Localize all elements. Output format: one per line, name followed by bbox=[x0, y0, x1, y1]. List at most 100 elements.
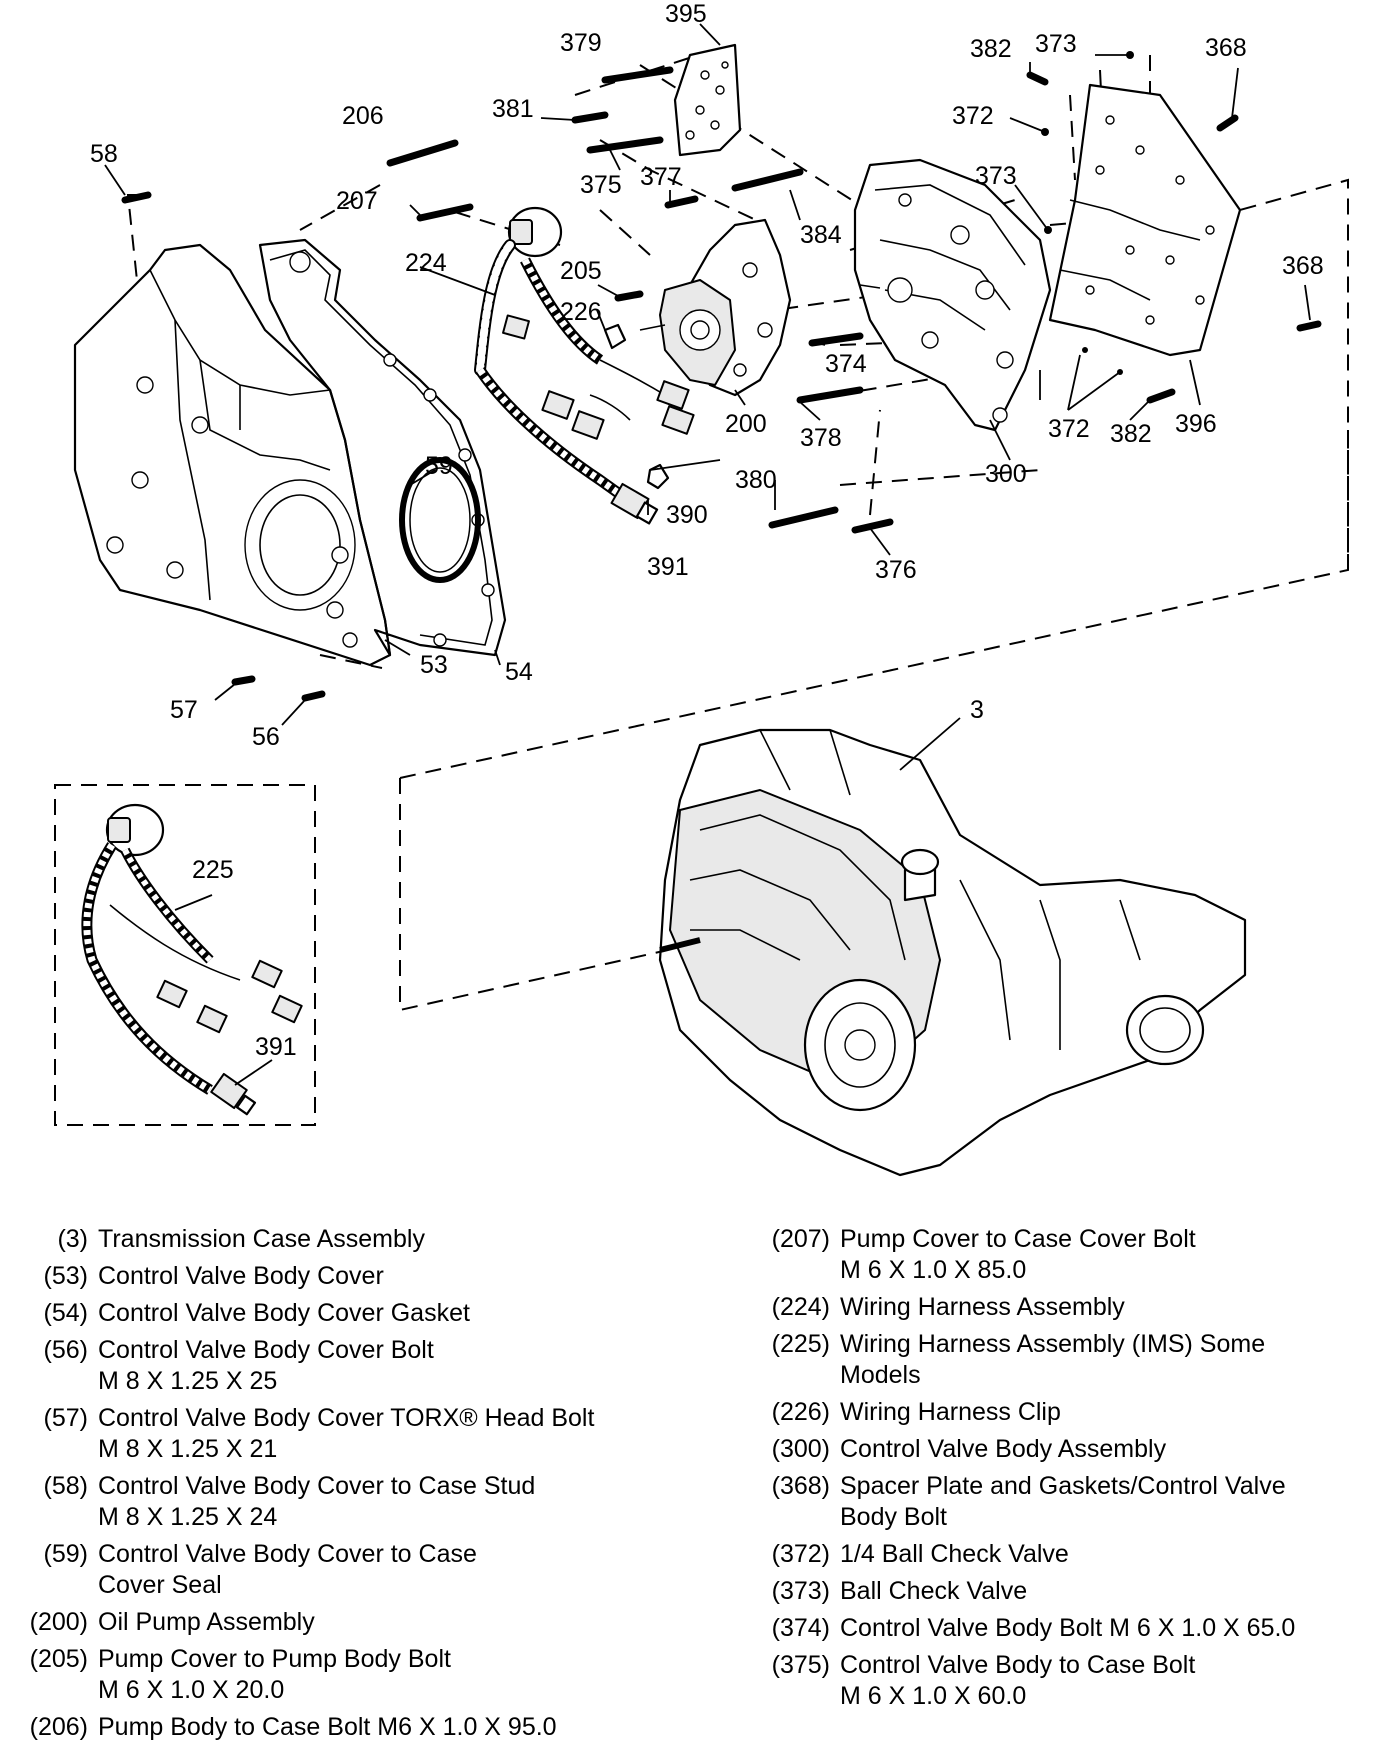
bolt-205 bbox=[614, 290, 644, 302]
legend-entry-number: (372) bbox=[771, 1540, 830, 1568]
callout-226: 226 bbox=[560, 298, 602, 326]
legend-entry-line: M 8 X 1.25 X 21 bbox=[98, 1435, 278, 1463]
legend-entry-line: Pump Cover to Pump Body Bolt bbox=[98, 1645, 451, 1673]
legend-entry-line: Control Valve Body Cover bbox=[98, 1262, 384, 1290]
callout-395: 395 bbox=[665, 0, 707, 28]
legend-entry-number: (58) bbox=[43, 1472, 88, 1500]
callout-3: 3 bbox=[970, 696, 984, 724]
callout-380: 380 bbox=[735, 466, 777, 494]
legend-entry-number: (225) bbox=[771, 1330, 830, 1358]
legend-entry-line: Control Valve Body Cover Bolt bbox=[98, 1336, 434, 1364]
bolt-375 bbox=[586, 136, 664, 154]
callout-57: 57 bbox=[170, 696, 198, 724]
legend-entry-line: Control Valve Body Cover Gasket bbox=[98, 1299, 470, 1327]
legend-entry-number: (54) bbox=[43, 1299, 88, 1327]
legend-entry-number: (374) bbox=[771, 1614, 830, 1642]
legend-entry-text: Wiring Harness Clip bbox=[840, 1397, 1382, 1428]
callout-373-mid: 373 bbox=[975, 162, 1017, 190]
legend-entry-number: (368) bbox=[771, 1472, 830, 1500]
bolt-368-top bbox=[1216, 114, 1239, 132]
callout-373-top: 373 bbox=[1035, 30, 1077, 58]
legend-entry-line: M 6 X 1.0 X 85.0 bbox=[840, 1256, 1027, 1284]
legend-entry-text: Transmission Case Assembly bbox=[98, 1224, 660, 1255]
wiring-harness-clip bbox=[603, 323, 627, 350]
callout-372-top: 372 bbox=[952, 102, 994, 130]
bolt-379 bbox=[601, 66, 674, 84]
legend-entry-text: Control Valve Body Cover TORX® Head Bolt… bbox=[98, 1403, 660, 1465]
callout-382-bottom: 382 bbox=[1110, 420, 1152, 448]
ims-harness-inset bbox=[54, 784, 316, 1126]
legend-entry: (200)Oil Pump Assembly bbox=[0, 1607, 660, 1638]
callout-labels: 395 379 381 206 375 377 207 384 224 205 … bbox=[90, 0, 1324, 1061]
legend-entry-line: M 6 X 1.0 X 60.0 bbox=[840, 1682, 1027, 1710]
legend-entry-line: Control Valve Body Cover to Case Stud bbox=[98, 1472, 536, 1500]
legend-entry-number: (59) bbox=[43, 1540, 88, 1568]
legend-entry-line: Models bbox=[840, 1361, 921, 1389]
legend-entry: (53) Control Valve Body Cover bbox=[0, 1261, 660, 1292]
bolt-382-top bbox=[1026, 71, 1049, 86]
bolt-378 bbox=[796, 386, 864, 404]
legend-entry: (373) Ball Check Valve bbox=[752, 1576, 1382, 1607]
cover-seal bbox=[399, 457, 481, 583]
legend-entry-line: Spacer Plate and Gaskets/Control Valve bbox=[840, 1472, 1286, 1500]
callout-207: 207 bbox=[336, 187, 378, 215]
callout-377: 377 bbox=[640, 163, 682, 191]
control-valve-body-cover-gasket bbox=[258, 238, 507, 657]
legend-entry-number: (206) bbox=[29, 1713, 88, 1741]
legend-entry-number: (224) bbox=[771, 1293, 830, 1321]
legend-entry-text: Pump Body to Case Bolt M6 X 1.0 X 95.0 bbox=[98, 1712, 660, 1743]
callout-56: 56 bbox=[252, 723, 280, 751]
callout-375: 375 bbox=[580, 171, 622, 199]
callout-54: 54 bbox=[505, 658, 533, 686]
legend-entry-number: (300) bbox=[771, 1435, 830, 1463]
leader-lines bbox=[104, 23, 1311, 1086]
legend-entry-text: Pump Cover to Case Cover Bolt M 6 X 1.0 X… bbox=[840, 1224, 1382, 1286]
bolt-206 bbox=[386, 139, 459, 167]
legend-entry: (300)Control Valve Body Assembly bbox=[752, 1434, 1382, 1465]
legend-entry-line: Wiring Harness Clip bbox=[840, 1398, 1061, 1426]
bolt-384 bbox=[731, 168, 804, 192]
callout-391-inset: 391 bbox=[255, 1033, 297, 1061]
legend-entry-line: Body Bolt bbox=[840, 1503, 948, 1531]
spacer-plate bbox=[1048, 83, 1242, 357]
legend-entry: (224)Wiring Harness Assembly bbox=[752, 1292, 1382, 1323]
legend-entry-line: M 6 X 1.0 X 20.0 bbox=[98, 1676, 285, 1704]
callout-379: 379 bbox=[560, 29, 602, 57]
legend-entry-line: Pump Cover to Case Cover Bolt bbox=[840, 1225, 1196, 1253]
legend-entry-number: (373) bbox=[771, 1577, 830, 1605]
callout-300: 300 bbox=[985, 460, 1027, 488]
legend-entry-line: Control Valve Body Cover to Case bbox=[98, 1540, 477, 1568]
callout-384: 384 bbox=[800, 221, 842, 249]
bolt-382-bottom bbox=[1146, 388, 1176, 404]
legend-entry-number: (53) bbox=[43, 1262, 88, 1290]
bolts bbox=[121, 51, 1322, 702]
callout-224: 224 bbox=[405, 249, 447, 277]
legend-entry-text: 1/4 Ball Check Valve bbox=[840, 1539, 1382, 1570]
legend-entry: (57)Control Valve Body Cover TORX® Head … bbox=[0, 1403, 660, 1465]
legend-entry-text: Control Valve Body Bolt M 6 X 1.0 X 65.0 bbox=[840, 1613, 1382, 1644]
plate-395 bbox=[673, 43, 742, 157]
callout-382-top: 382 bbox=[970, 35, 1012, 63]
legend-entry-line: Wiring Harness Assembly (IMS) Some bbox=[840, 1330, 1266, 1358]
legend-entry-line: Ball Check Valve bbox=[840, 1577, 1028, 1605]
legend-entry-line: Control Valve Body to Case Bolt bbox=[840, 1651, 1196, 1679]
legend-entry-number: (200) bbox=[29, 1608, 88, 1636]
callout-396: 396 bbox=[1175, 410, 1217, 438]
bolt-376 bbox=[851, 518, 894, 534]
legend-entry-line: Control Valve Body Cover TORX® Head Bolt bbox=[98, 1404, 595, 1432]
legend-entry-line: Transmission Case Assembly bbox=[98, 1225, 425, 1253]
transmission-case-assembly bbox=[658, 728, 1247, 1177]
legend-entry-text: Control Valve Body Cover bbox=[98, 1261, 660, 1292]
ball-check-372-a bbox=[1082, 347, 1088, 353]
legend-entry: (206) Pump Body to Case Bolt M6 X 1.0 X 9… bbox=[0, 1712, 660, 1743]
legend-entry-line: M 8 X 1.25 X 25 bbox=[98, 1367, 278, 1395]
